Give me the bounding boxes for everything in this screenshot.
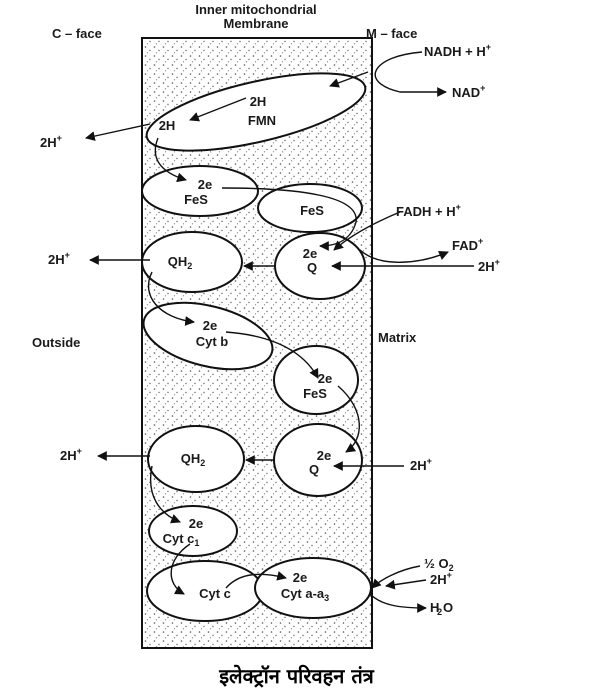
cytc1-label: Cyt c1 (163, 531, 200, 548)
qh2-1-sub: 2 (187, 261, 192, 271)
h3-in-sup: + (427, 456, 432, 466)
cytc1-text: Cyt c (163, 531, 195, 546)
fmn-label: FMN (248, 113, 276, 128)
c-face-label: C – face (52, 26, 102, 41)
fad-label: FAD+ (452, 236, 483, 253)
fmn-2h-right: 2H (250, 94, 267, 109)
cytaa3-electrons: 2e (293, 570, 307, 585)
fes1-electrons: 2e (198, 177, 212, 192)
cytb-label: Cyt b (196, 334, 229, 349)
h3-in-text: 2H (410, 458, 427, 473)
qh2-2-label: QH2 (181, 451, 206, 468)
cyt-b (142, 301, 274, 371)
fes2-label: FeS (300, 203, 324, 218)
fmn-internal-arrow (189, 97, 247, 122)
outside-label: Outside (32, 335, 80, 350)
q1-label: Q (307, 260, 317, 275)
cytc1-sub: 1 (194, 538, 199, 548)
figure-caption: इलेक्ट्रॉन परिवहन तंत्र (219, 664, 374, 688)
cytaa3-sub: 3 (324, 593, 329, 603)
nadh-sup: + (486, 42, 491, 52)
o2-arrow (371, 565, 421, 589)
fmn-complex (145, 72, 367, 152)
qh2-1-label: QH2 (168, 254, 193, 271)
water-text: H O (430, 600, 453, 615)
fes3-electrons: 2e (318, 371, 332, 386)
o2-label: ½ O2 (424, 556, 454, 573)
fes1-label: FeS (184, 192, 208, 207)
h3-in-label: 2H+ (410, 456, 432, 473)
fmn-to-fes-arrow (154, 137, 187, 183)
fad-arrow (359, 249, 449, 263)
qh2-2-sub: 2 (200, 458, 205, 468)
fmn-in-arrow (329, 71, 369, 88)
cytb-electrons: 2e (203, 318, 217, 333)
fes3-to-q2-arrow (337, 385, 360, 453)
fadh-label: FADH + H+ (396, 202, 461, 219)
h3-out-label: 2H+ (60, 446, 82, 463)
fadh-sup: + (456, 202, 461, 212)
water-arrow (369, 593, 427, 613)
membrane-title-line2: Membrane (223, 16, 288, 31)
m-face-label: M – face (366, 26, 417, 41)
membrane-title-line1: Inner mitochondrial (195, 2, 316, 17)
water-label: H O2 (430, 600, 453, 617)
cytaa3-text: Cyt a-a (281, 586, 325, 601)
fadh-text: FADH + H (396, 204, 456, 219)
nadh-label: NADH + H+ (424, 42, 491, 59)
h1-out-label: 2H+ (40, 133, 62, 150)
o2-sub: 2 (449, 563, 454, 573)
h4-in-arrow (385, 579, 427, 590)
h1-out-arrow (85, 123, 151, 141)
qh2-2 (147, 425, 245, 493)
cytb-to-fes3-arrow (225, 331, 319, 379)
qh2-to-cytb-arrow (147, 271, 195, 326)
nad-sup: + (480, 83, 485, 93)
cytc-label: Cyt c (199, 586, 231, 601)
nadh-text: NADH + H (424, 44, 486, 59)
h2-out-sup: + (65, 250, 70, 260)
cytc1-to-cytc-arrow (170, 543, 191, 595)
h2-in-sup: + (495, 257, 500, 267)
h1-out-text: 2H (40, 135, 57, 150)
electron-transport-diagram: Inner mitochondrial Membrane C – face M … (32, 2, 500, 649)
q2-electrons: 2e (317, 448, 331, 463)
water-sub: 2 (437, 607, 442, 617)
fes-complex-2 (257, 183, 363, 233)
fadh-arrow (333, 211, 401, 251)
matrix-label: Matrix (378, 330, 417, 345)
h4-in-label: 2H+ (430, 570, 452, 587)
h4-in-text: 2H (430, 572, 447, 587)
cytaa3-label: Cyt a-a3 (281, 586, 329, 603)
h4-in-sup: + (447, 570, 452, 580)
o2-text: ½ O (424, 556, 449, 571)
h2-in-text: 2H (478, 259, 495, 274)
fad-text: FAD (452, 238, 478, 253)
fes3-label: FeS (303, 386, 327, 401)
h2-out-text: 2H (48, 252, 65, 267)
cytc1-electrons: 2e (189, 516, 203, 531)
h2-out-label: 2H+ (48, 250, 70, 267)
h1-out-sup: + (57, 133, 62, 143)
h3-out-text: 2H (60, 448, 77, 463)
nad-label: NAD+ (452, 83, 485, 100)
qh2-1 (141, 231, 243, 293)
fmn-2h-left: 2H (159, 118, 176, 133)
nadh-arrow (374, 51, 447, 97)
cytc-to-aa3-arrow (225, 571, 287, 589)
fes-complex-3 (273, 345, 359, 415)
nad-text: NAD (452, 85, 480, 100)
q2-label: Q (309, 462, 319, 477)
fad-sup: + (478, 236, 483, 246)
h2-in-label: 2H+ (478, 257, 500, 274)
qh2-1-text: QH (168, 254, 188, 269)
qh2-2-text: QH (181, 451, 201, 466)
fes-complex-1 (141, 165, 259, 217)
qh2-to-cytc1-arrow (150, 465, 181, 524)
h3-out-sup: + (77, 446, 82, 456)
q1-electrons: 2e (303, 246, 317, 261)
